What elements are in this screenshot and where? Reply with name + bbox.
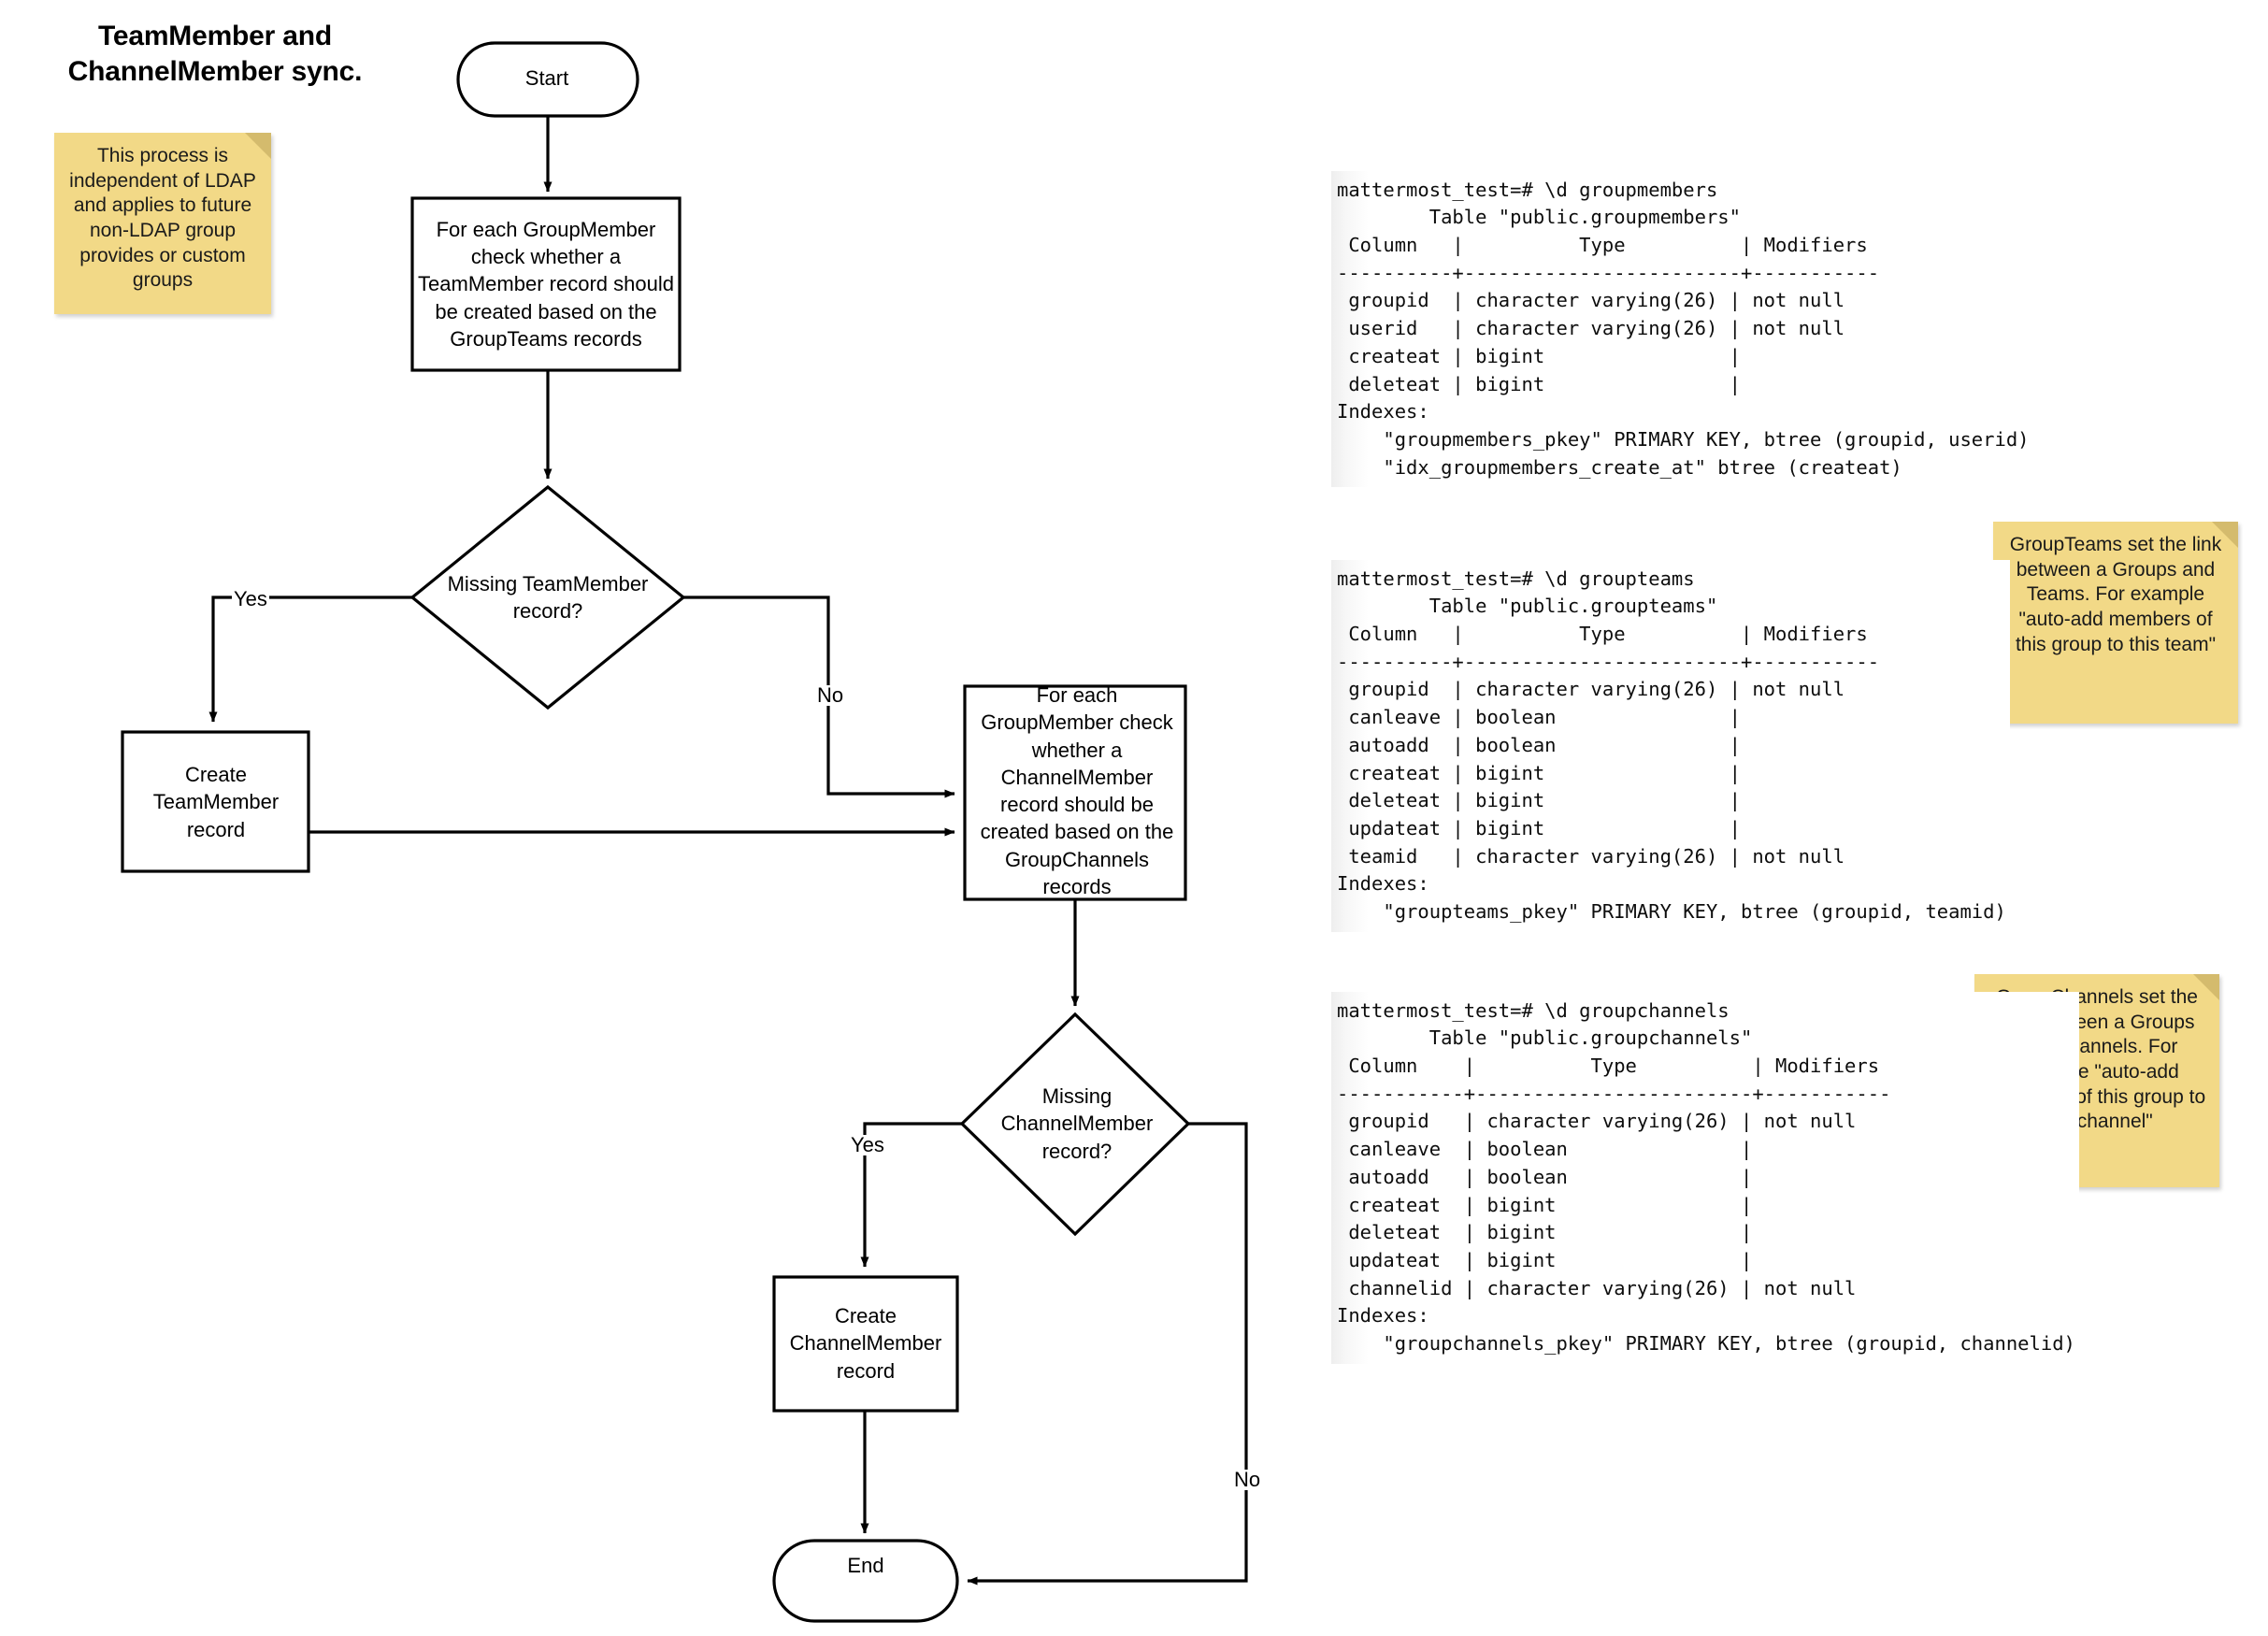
node-decision-channelmember [959,1012,1191,1237]
node-process-teammember [410,196,682,372]
sticky-fold-icon [245,133,271,159]
node-end [772,1539,959,1623]
sticky-note-groupteams: GroupTeams set the link between a Groups… [1993,522,2238,724]
edge-decision2-no [967,1122,1248,1586]
page-title-line2: ChannelMember sync. [67,56,363,88]
edge-label-yes-channelmember: Yes [849,1133,886,1156]
terminal-output-groupmembers: mattermost_test=# \d groupmembers Table … [1331,170,2033,488]
page-title-line1: TeamMember and [97,21,333,51]
node-create-teammember [121,730,310,873]
sticky-note-groupteams-text: GroupTeams set the link between a Groups… [2009,534,2222,655]
sticky-note-ldap-text: This process is independent of LDAP and … [69,145,256,292]
edge-decision2-yes [860,1122,962,1268]
node-process-channelmember [963,684,1187,901]
sticky-note-ldap: This process is independent of LDAP and … [54,133,271,314]
edge-label-no-channelmember: No [1232,1468,1263,1491]
page-title: TeamMember and ChannelMember sync. [56,19,374,91]
sticky-fold-icon [2193,974,2219,1000]
node-start [456,41,639,118]
terminal-output-groupteams: mattermost_test=# \d groupteams Table "p… [1331,559,2010,932]
sticky-fold-icon [2212,522,2238,548]
edge-decision1-yes [208,596,412,723]
terminal-output-groupchannels: mattermost_test=# \d groupchannels Table… [1331,991,2079,1364]
node-create-channelmember [772,1275,959,1413]
edge-label-no-teammember: No [815,683,846,707]
edge-label-yes-teammember: Yes [232,587,269,610]
node-decision-teammember [409,484,686,710]
